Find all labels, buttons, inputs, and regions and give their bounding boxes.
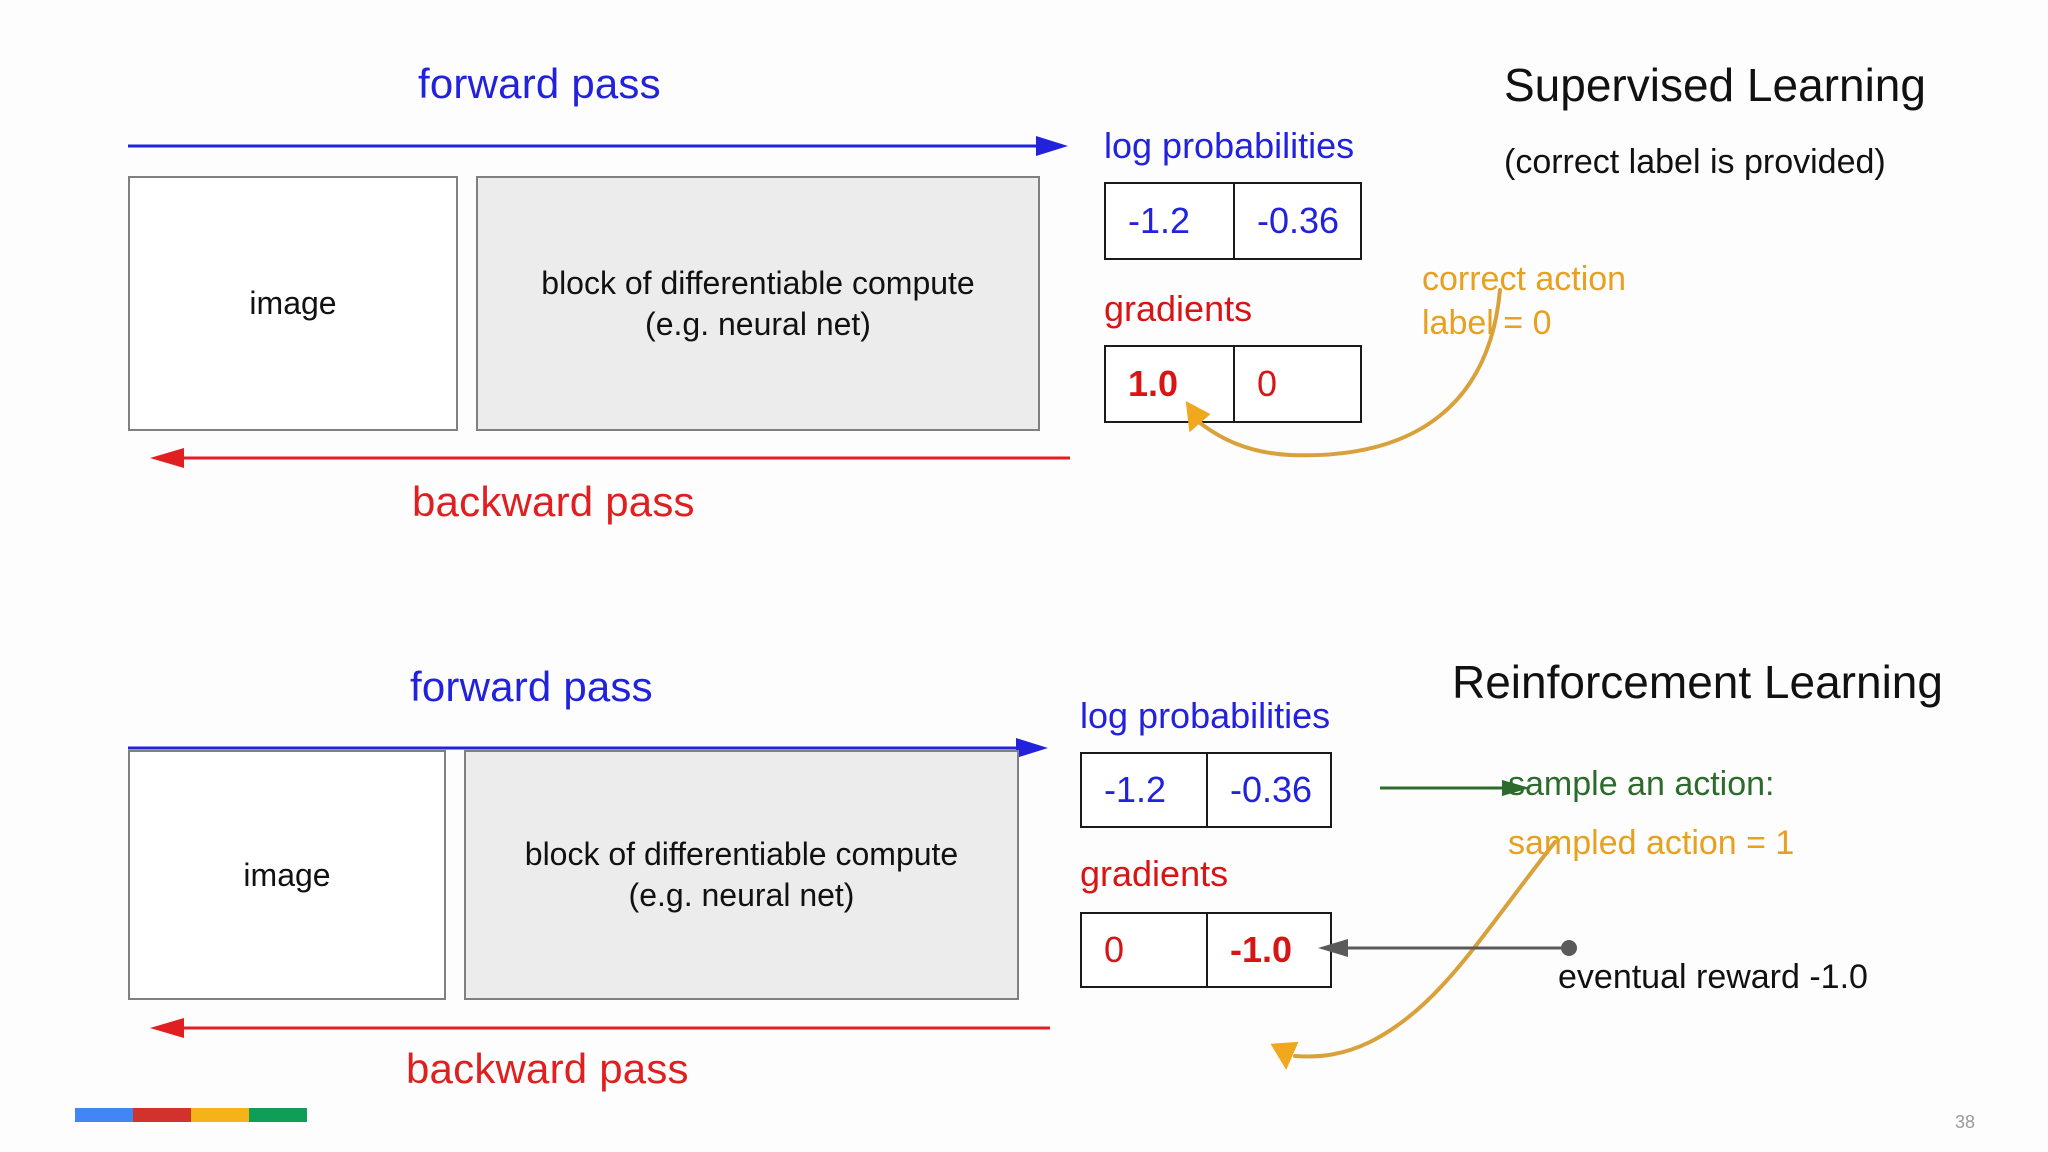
forward-pass-label-reinforcement: forward pass: [410, 663, 653, 710]
logprob-table-reinforcement: -1.2 -0.36: [1080, 752, 1332, 828]
page-number: 38: [1955, 1112, 1976, 1132]
backward-pass-label-reinforcement: backward pass: [406, 1045, 689, 1092]
logprob-label-supervised: log probabilities: [1104, 125, 1355, 166]
sample-action-arrow: [1380, 778, 1530, 798]
forward-pass-arrow-supervised: [128, 136, 1068, 156]
brand-color-red: [133, 1108, 191, 1122]
panel-title-reinforcement-display: Reinforcement Learning: [1452, 656, 1943, 708]
backward-pass-arrow-supervised: [150, 448, 1070, 468]
image-box-label: image: [243, 856, 331, 893]
forward-pass-arrow-reinforcement: [128, 738, 1048, 758]
compute-box-supervised: block of differentiable compute (e.g. ne…: [476, 176, 1040, 431]
gradient-cell: 0: [1104, 929, 1125, 970]
gradients-table-supervised: 1.0 0: [1104, 345, 1362, 423]
correct-action-annotation: correct action label = 0: [1422, 258, 1626, 345]
brand-color-bar: [75, 1108, 307, 1122]
correct-action-line2: label = 0: [1422, 303, 1552, 342]
gradients-label-supervised: gradients: [1104, 288, 1253, 329]
compute-box-reinforcement: block of differentiable compute (e.g. ne…: [464, 750, 1019, 1000]
panel-supervised: forward pass image block of differentiab…: [0, 0, 2048, 560]
sampled-action-label: sampled action = 1: [1508, 824, 1795, 862]
gradients-table-reinforcement: 0 -1.0: [1080, 912, 1332, 988]
logprob-table-supervised: -1.2 -0.36: [1104, 182, 1362, 260]
backward-pass-label-supervised: backward pass: [412, 478, 695, 525]
panel-subtitle-supervised: (correct label is provided): [1504, 143, 1886, 181]
gradient-cell: 0: [1233, 347, 1360, 421]
gradient-cell: -1.0: [1206, 914, 1330, 986]
compute-box-line2: (e.g. neural net): [628, 877, 855, 913]
logprob-label-reinforcement: log probabilities: [1080, 695, 1331, 736]
logprob-cell: -0.36: [1206, 754, 1330, 826]
compute-box-line1: block of differentiable compute: [524, 836, 959, 873]
eventual-reward-label: eventual reward -1.0: [1558, 958, 1868, 996]
panel-title-supervised: Supervised Learning: [1504, 59, 1926, 111]
forward-pass-label-supervised: forward pass: [418, 60, 661, 107]
sample-action-label: sample an action:: [1508, 765, 1775, 803]
correct-action-line1: correct action: [1422, 260, 1627, 298]
gradients-label-reinforcement: gradients: [1080, 853, 1229, 894]
logprob-cell: -1.2: [1104, 769, 1167, 810]
image-box-label: image: [249, 285, 337, 322]
brand-color-blue: [75, 1108, 133, 1122]
compute-box-line1: block of differentiable compute: [541, 264, 975, 301]
backward-pass-arrow-reinforcement: [150, 1018, 1050, 1038]
correct-action-curved-arrow: [1160, 280, 1520, 500]
logprob-cell: -0.36: [1233, 184, 1360, 258]
logprob-cell: -1.2: [1128, 200, 1191, 241]
sampled-action-curved-arrow: [1250, 840, 1580, 1082]
brand-color-yellow: [191, 1108, 249, 1122]
eventual-reward-arrow: [1318, 938, 1578, 958]
image-box-reinforcement: image: [128, 750, 446, 1000]
brand-color-green: [249, 1108, 307, 1122]
compute-box-line2: (e.g. neural net): [645, 305, 871, 342]
panel-reinforcement: forward pass image block of differentiab…: [0, 570, 2048, 1130]
image-box-supervised: image: [128, 176, 458, 431]
gradient-cell: 1.0: [1128, 363, 1179, 404]
